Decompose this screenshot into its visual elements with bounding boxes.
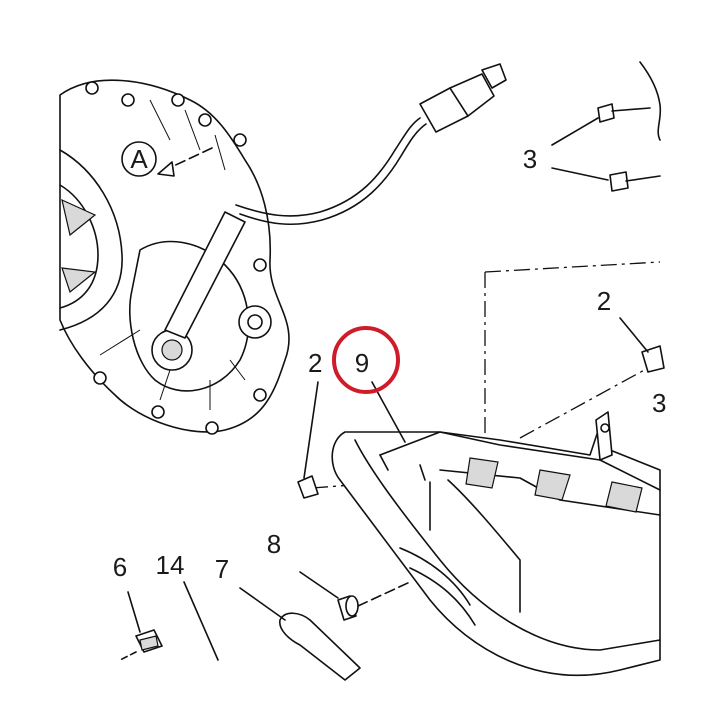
callout-9: 9 — [332, 326, 400, 394]
callout-3-top: 3 — [523, 144, 537, 174]
screws-top-right: 3 — [523, 61, 662, 192]
assembly-guide-lines — [311, 261, 661, 489]
part-9-cover — [331, 381, 661, 677]
view-a-callout: A — [121, 141, 213, 177]
view-a-label: A — [130, 144, 148, 174]
sensor-cable — [235, 63, 507, 226]
callout-2-left: 2 — [308, 348, 322, 378]
engine-cover — [59, 79, 290, 435]
callout-6: 6 — [113, 552, 127, 582]
callout-8: 8 — [267, 529, 281, 559]
callout-9-label: 9 — [355, 348, 369, 378]
callout-9-highlight-ring — [332, 326, 400, 394]
clip-nut-right: 2 — [597, 286, 665, 373]
clip-nut-left: 2 — [297, 348, 322, 499]
cover-bolts — [85, 81, 267, 435]
callout-3-right: 3 — [652, 388, 666, 418]
part-8-grommet: 8 — [267, 529, 411, 621]
part-7-panel: 7 — [215, 554, 361, 681]
callout-14: 14 — [156, 550, 185, 580]
part-14: 14 — [156, 550, 219, 661]
callout-2-right: 2 — [597, 286, 611, 316]
part-6-clip: 6 — [113, 552, 163, 661]
callout-7: 7 — [215, 554, 229, 584]
